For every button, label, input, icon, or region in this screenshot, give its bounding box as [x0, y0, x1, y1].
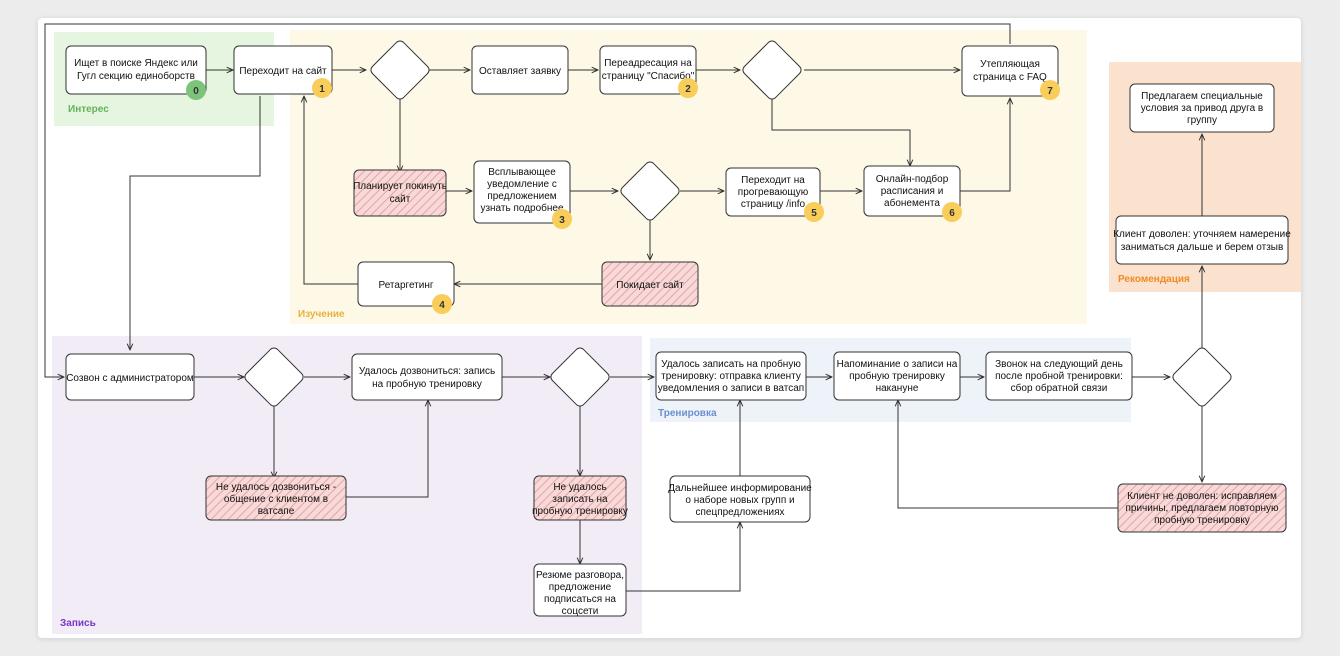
- zone-label-record: Запись: [60, 618, 96, 629]
- svg-text:1: 1: [319, 84, 325, 95]
- badge-step-4: 4: [432, 294, 452, 314]
- svg-text:2: 2: [685, 84, 691, 95]
- edge-resume-further: [626, 522, 740, 592]
- svg-text:5: 5: [811, 208, 817, 219]
- svg-text:Покидает сайт: Покидает сайт: [616, 280, 684, 291]
- decision-diamond-6: [1172, 347, 1232, 407]
- svg-text:6: 6: [949, 208, 955, 219]
- badge-step-2: 2: [678, 78, 698, 98]
- edge-site-call: [130, 96, 261, 350]
- decision-diamond-3: [620, 161, 680, 221]
- svg-text:4: 4: [439, 300, 445, 311]
- svg-text:Созвон с администратором: Созвон с администратором: [66, 373, 194, 384]
- node-leaves: Покидает сайт: [601, 261, 699, 307]
- svg-text:3: 3: [559, 215, 565, 226]
- edge-online-faq: [960, 98, 1010, 192]
- decision-diamond-4: [244, 347, 304, 407]
- decision-diamond-1: [370, 40, 430, 100]
- decision-diamond-5: [550, 347, 610, 407]
- zone-label-training: Тренировка: [658, 408, 717, 419]
- svg-text:Ретаргетинг: Ретаргетинг: [378, 280, 433, 291]
- node-not-reached: Не удалось дозвониться -общение с клиент…: [205, 475, 347, 521]
- badge-step-5: 5: [804, 202, 824, 222]
- node-site: Переходит на сайт: [233, 45, 333, 95]
- edge-retarget-site: [304, 96, 358, 285]
- badge-step-6: 6: [942, 202, 962, 222]
- badge-step-7: 7: [1040, 80, 1060, 100]
- svg-text:0: 0: [193, 86, 199, 97]
- zone-label-interest: Интерес: [68, 104, 109, 115]
- svg-text:Переходит на сайт: Переходит на сайт: [239, 66, 327, 77]
- badge-step-0: 0: [186, 80, 206, 100]
- badge-step-1: 1: [312, 78, 332, 98]
- svg-text:Не удалось дозвониться -общени: Не удалось дозвониться -общение с клиент…: [216, 482, 336, 517]
- edge-unhappy-reminder: [898, 400, 1118, 509]
- svg-text:Оставляет заявку: Оставляет заявку: [479, 66, 561, 77]
- zone-label-recommend: Рекомендация: [1118, 274, 1190, 285]
- decision-diamond-2: [742, 40, 802, 100]
- edge-faq-call: [44, 23, 1011, 377]
- node-retarget: Ретаргетинг: [357, 261, 455, 307]
- badge-step-3: 3: [552, 209, 572, 229]
- svg-text:Клиент доволен: уточняем намер: Клиент доволен: уточняем намерениезанима…: [1113, 229, 1291, 253]
- node-call-admin: Созвон с администратором: [65, 353, 195, 401]
- svg-text:7: 7: [1047, 86, 1053, 97]
- node-request: Оставляет заявку: [471, 45, 569, 95]
- zone-label-study: Изучение: [298, 309, 345, 320]
- edge-d2-online: [771, 94, 910, 166]
- edge-not-reached-reached: [346, 400, 428, 498]
